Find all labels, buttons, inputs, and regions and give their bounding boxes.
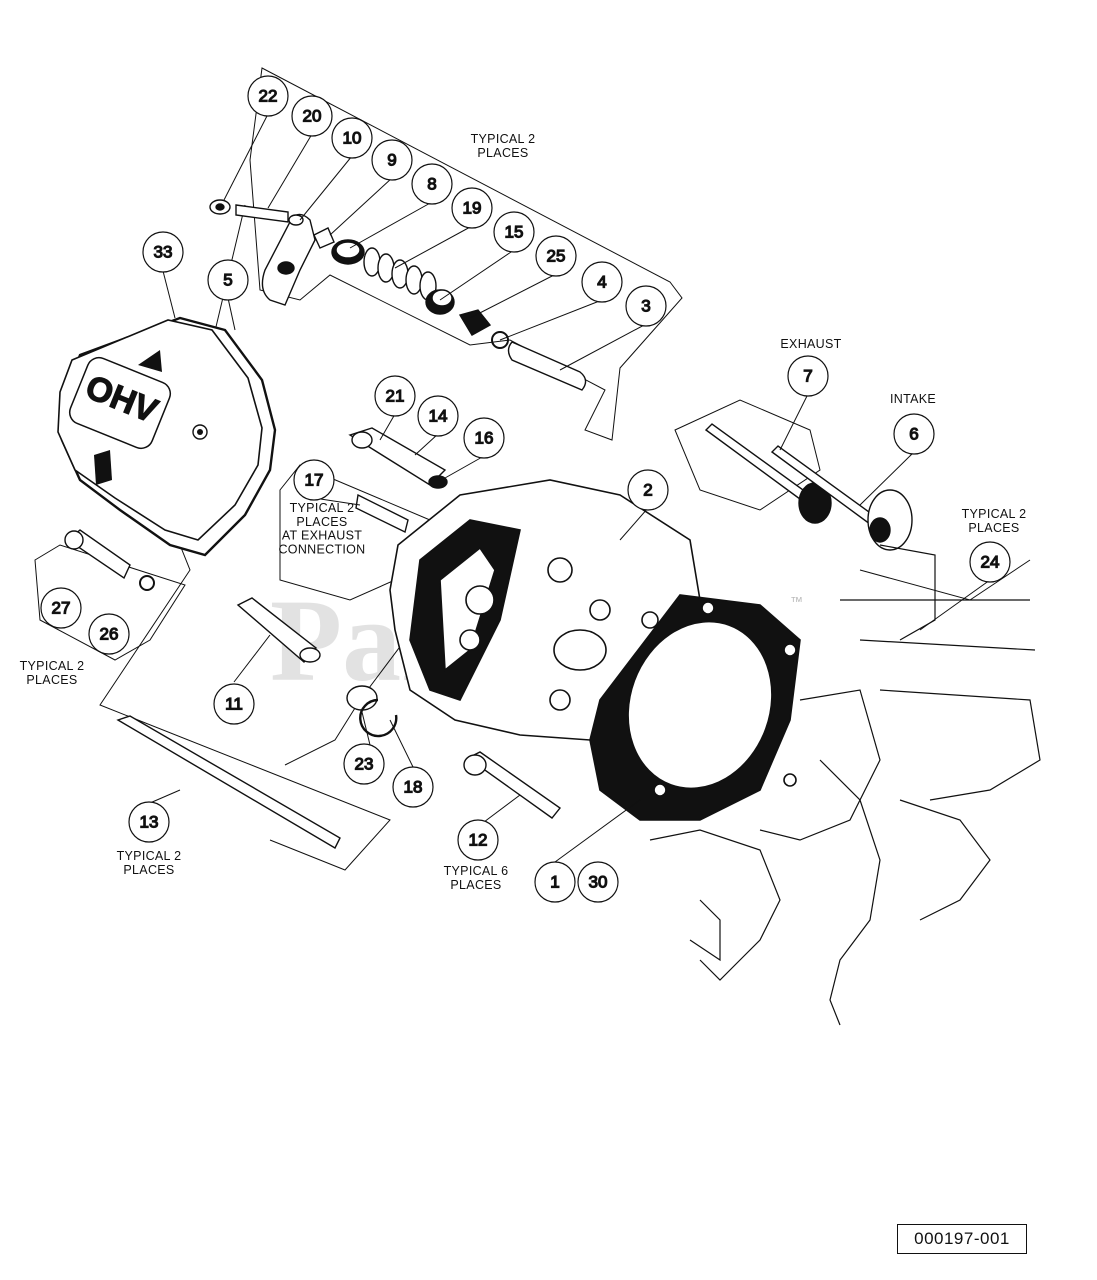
- callout-13: 13: [128, 801, 170, 843]
- svg-text:17: 17: [305, 471, 324, 490]
- callout-30: 30: [577, 861, 619, 903]
- rocker-arm-10: [261, 213, 316, 306]
- svg-text:21: 21: [386, 387, 405, 406]
- guide-3: [507, 341, 587, 391]
- svg-text:18: 18: [404, 778, 423, 797]
- svg-text:15: 15: [505, 223, 524, 242]
- pin-21-14: [348, 427, 447, 486]
- svg-text:10: 10: [343, 129, 362, 148]
- svg-text:12: 12: [469, 831, 488, 850]
- callout-6: 6: [893, 413, 935, 455]
- valve-cover: OHV: [57, 316, 277, 557]
- trademark-mark: ™: [790, 594, 803, 609]
- svg-text:7: 7: [803, 367, 812, 386]
- svg-text:11: 11: [225, 695, 243, 714]
- callout-18: 18: [392, 766, 434, 808]
- valve-seal-25: [458, 309, 492, 336]
- svg-text:3: 3: [641, 297, 650, 316]
- note-exhaust: EXHAUST: [780, 337, 841, 351]
- svg-text:4: 4: [597, 273, 606, 292]
- callout-33: 33: [142, 231, 184, 273]
- callout-2: 2: [627, 469, 669, 511]
- valves: [704, 423, 913, 551]
- svg-text:24: 24: [981, 553, 1000, 572]
- callout-24: 24: [969, 541, 1011, 583]
- callout-27: 27: [40, 587, 82, 629]
- cover-logo-panel: [68, 356, 172, 450]
- svg-text:16: 16: [475, 429, 494, 448]
- svg-text:13: 13: [140, 813, 159, 832]
- svg-text:14: 14: [429, 407, 448, 426]
- svg-text:8: 8: [427, 175, 436, 194]
- callout-23: 23: [343, 743, 385, 785]
- rocker-assembly: [209, 199, 587, 391]
- svg-text:20: 20: [303, 107, 322, 126]
- callout-21: 21: [374, 375, 416, 417]
- seal-16: [428, 475, 448, 489]
- svg-text:1: 1: [550, 873, 559, 892]
- leader-lines: [149, 113, 991, 863]
- cover-bolt-hole: [94, 450, 112, 485]
- o-ring-26: [139, 575, 155, 591]
- callout-4: 4: [581, 261, 623, 303]
- clip-4: [491, 331, 509, 349]
- head-gasket: [589, 594, 801, 821]
- svg-text:26: 26: [100, 625, 119, 644]
- valve-group-outline: [674, 399, 821, 511]
- svg-text:22: 22: [259, 87, 278, 106]
- svg-text:2: 2: [643, 481, 652, 500]
- small-parts: [64, 427, 562, 849]
- callouts: 22 20 10 9 8 19 15 25 4 3 33 5 21 14 16 …: [40, 75, 1011, 903]
- svg-text:25: 25: [547, 247, 566, 266]
- callout-20: 20: [291, 95, 333, 137]
- svg-text:23: 23: [355, 755, 374, 774]
- callout-3: 3: [625, 285, 667, 327]
- bolt-group-outline: [34, 544, 186, 661]
- valve-spring-19: [363, 247, 437, 301]
- callout-17: 17: [293, 459, 335, 501]
- head-bolt-12: [466, 751, 562, 819]
- callout-26: 26: [88, 613, 130, 655]
- collet-9: [313, 227, 335, 249]
- callout-12: 12: [457, 819, 499, 861]
- svg-text:33: 33: [154, 243, 173, 262]
- callout-1: 1: [534, 861, 576, 903]
- stud-20: [235, 204, 289, 223]
- callout-19: 19: [451, 187, 493, 229]
- callout-15: 15: [493, 211, 535, 253]
- callout-9: 9: [371, 139, 413, 181]
- callout-25: 25: [535, 235, 577, 277]
- stud-17: [355, 493, 409, 534]
- callout-14: 14: [417, 395, 459, 437]
- svg-text:19: 19: [463, 199, 482, 218]
- callout-16: 16: [463, 417, 505, 459]
- pushrod-13: [116, 715, 341, 849]
- svg-text:5: 5: [223, 271, 232, 290]
- svg-text:30: 30: [589, 873, 608, 892]
- svg-text:9: 9: [387, 151, 396, 170]
- callout-10: 10: [331, 117, 373, 159]
- callout-8: 8: [411, 163, 453, 205]
- note-intake: INTAKE: [890, 392, 936, 406]
- callout-5: 5: [207, 259, 249, 301]
- washer-23: [346, 685, 378, 711]
- cover-breather-slot: [138, 350, 162, 372]
- callout-7: 7: [787, 355, 829, 397]
- figure-id-box: 000197-001: [897, 1224, 1027, 1254]
- callout-11: 11: [213, 683, 255, 725]
- svg-text:27: 27: [52, 599, 71, 618]
- callout-22: 22: [247, 75, 289, 117]
- engine-block: [649, 544, 1041, 1026]
- dowel-11: [236, 597, 318, 663]
- svg-text:6: 6: [909, 425, 918, 444]
